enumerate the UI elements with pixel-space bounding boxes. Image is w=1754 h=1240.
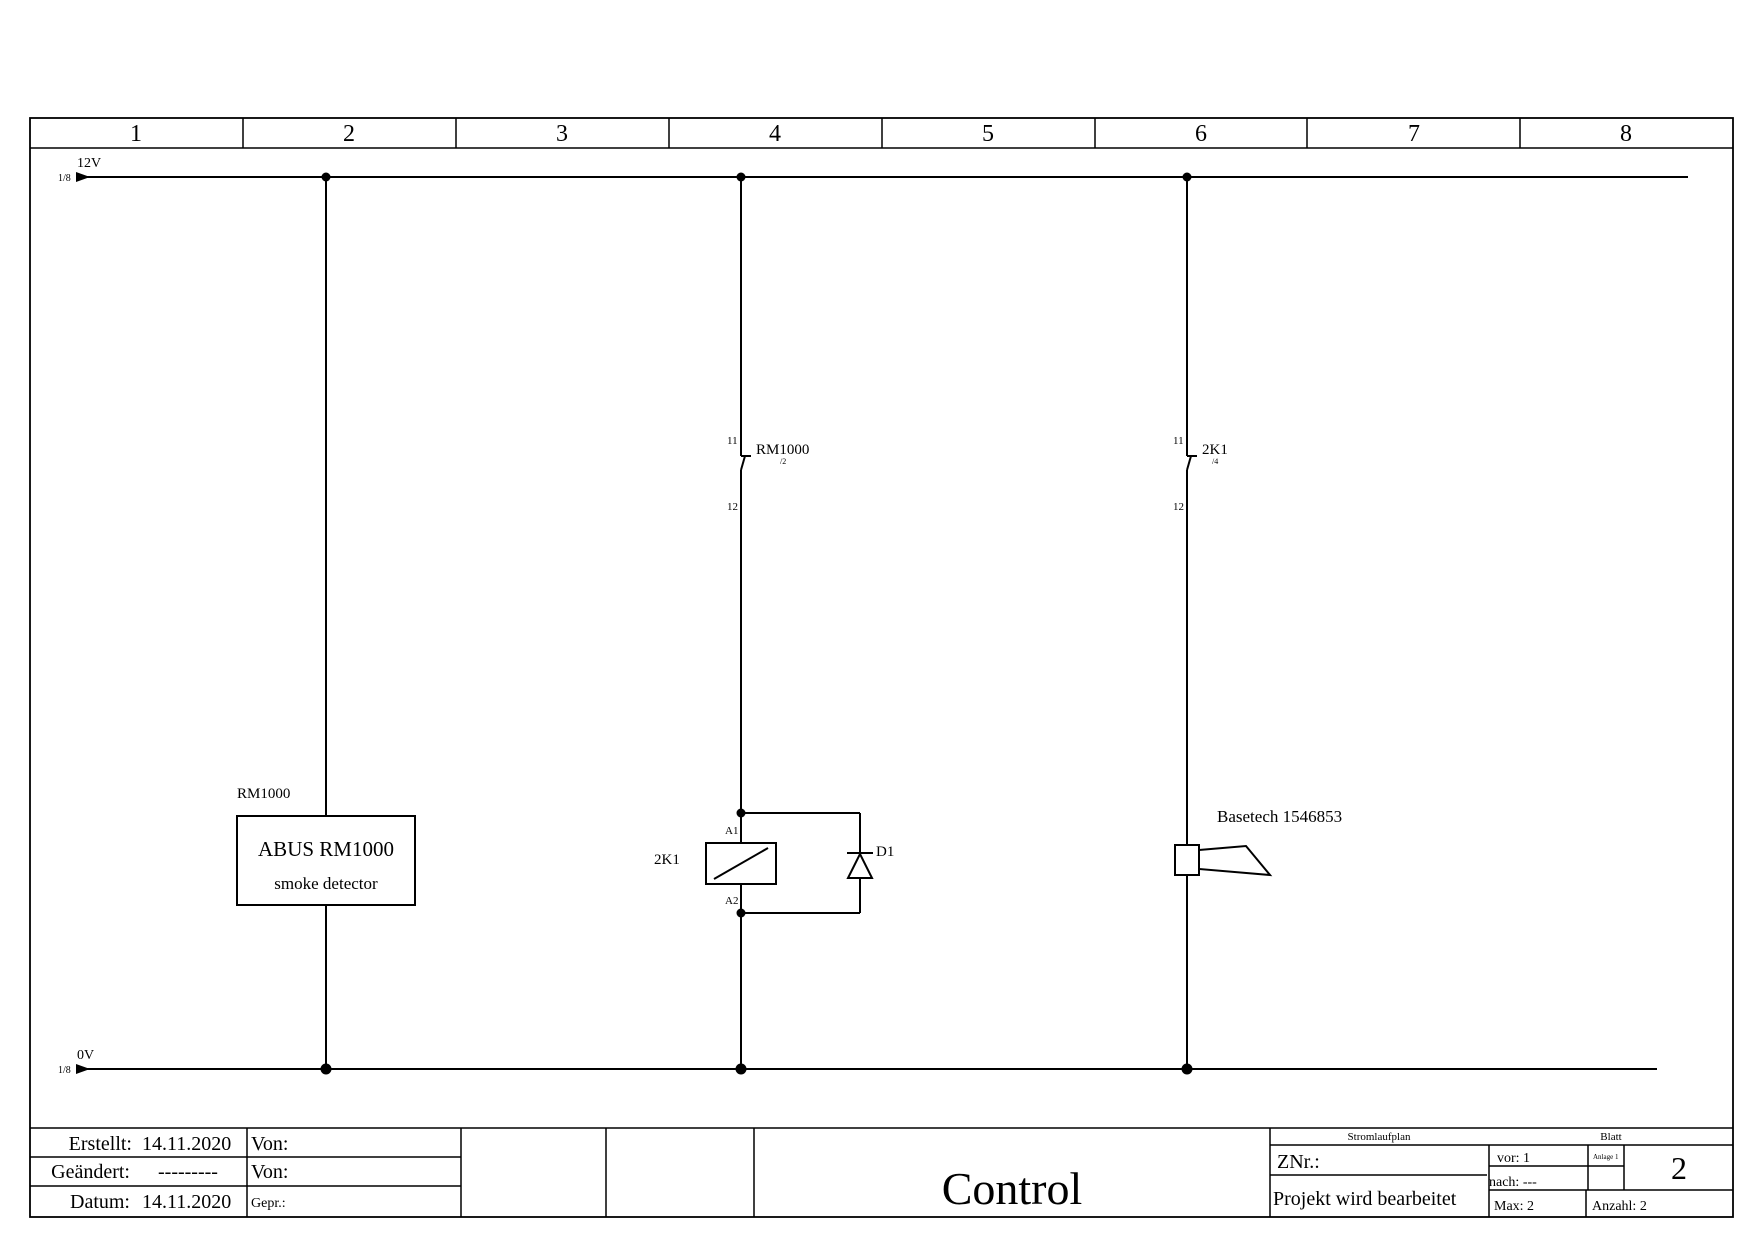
column-number: 1 — [130, 121, 142, 147]
vor-value: vor: 1 — [1497, 1151, 1530, 1166]
column-number: 6 — [1195, 121, 1207, 147]
column-number: 4 — [769, 121, 781, 147]
junction-dot — [736, 808, 746, 818]
drawing-title: Control — [942, 1163, 1083, 1214]
blatt-label: Blatt — [1600, 1131, 1621, 1143]
detector-tag: RM1000 — [237, 786, 290, 802]
rail-12v-ref: 1/8 — [58, 173, 71, 184]
relay-tag: 2K1 — [654, 852, 680, 868]
datum-date: 14.11.2020 — [142, 1191, 231, 1213]
horn-body — [1174, 844, 1200, 876]
junction-dot — [1182, 172, 1192, 182]
doc-type: Stromlaufplan — [1348, 1131, 1411, 1143]
rail-12v-label: 12V — [77, 156, 101, 171]
detector-line1: ABUS RM1000 — [258, 837, 394, 861]
branch-relay — [705, 177, 874, 1069]
drawing-frame — [29, 117, 1734, 1218]
smoke-detector-box — [236, 815, 416, 906]
junction-dot — [736, 172, 746, 182]
geaendert-value: --------- — [158, 1161, 218, 1183]
column-header — [30, 118, 1733, 149]
contact-tag: RM1000 — [756, 442, 809, 458]
detector-line2: smoke detector — [274, 874, 378, 893]
contact-ref: /2 — [780, 457, 786, 466]
znr-label: ZNr.: — [1277, 1151, 1320, 1173]
contact-tag: 2K1 — [1202, 442, 1228, 458]
junction-dot — [736, 908, 746, 918]
anlage-label: Anlage 1 — [1593, 1153, 1619, 1161]
datum-label: Datum: — [70, 1191, 130, 1213]
von-label: Von: — [251, 1133, 288, 1155]
column-number: 3 — [556, 121, 568, 147]
junction-dot — [1181, 1063, 1193, 1075]
contact-pin-top: 11 — [1173, 435, 1184, 447]
junction-dot — [735, 1063, 747, 1075]
anzahl-value: Anzahl: 2 — [1592, 1199, 1647, 1214]
rail-arrow-icon — [76, 1064, 90, 1074]
von-label: Von: — [251, 1161, 288, 1183]
column-number: 8 — [1620, 121, 1632, 147]
gepr-label: Gepr.: — [251, 1196, 286, 1211]
nach-value: nach: --- — [1489, 1175, 1537, 1190]
title-block — [30, 1127, 1733, 1217]
sheet-number: 2 — [1671, 1150, 1687, 1186]
horn-label: Basetech 1546853 — [1217, 807, 1342, 826]
erstellt-date: 14.11.2020 — [142, 1133, 231, 1155]
relay-pin-a1: A1 — [725, 825, 738, 837]
column-number: 5 — [982, 121, 994, 147]
column-number: 2 — [343, 121, 355, 147]
branch-detector — [236, 177, 416, 1069]
rail-12v: 12V 1/8 — [58, 156, 1688, 184]
diode-icon — [846, 851, 874, 879]
contact-pin-top: 11 — [727, 435, 738, 447]
status-text: Projekt wird bearbeitet — [1273, 1188, 1457, 1210]
junction-dot — [320, 1063, 332, 1075]
contact-pin-bottom: 12 — [727, 501, 738, 513]
column-number: 7 — [1408, 121, 1420, 147]
rail-0v-ref: 1/8 — [58, 1065, 71, 1076]
geaendert-label: Geändert: — [51, 1161, 130, 1183]
contact-ref: /4 — [1212, 457, 1218, 466]
rail-0v-label: 0V — [77, 1048, 94, 1063]
relay-pin-a2: A2 — [725, 895, 738, 907]
junction-dot — [321, 172, 331, 182]
branch-horn — [1174, 177, 1273, 1069]
diode-tag: D1 — [876, 844, 894, 860]
rail-arrow-icon — [76, 172, 90, 182]
max-value: Max: 2 — [1494, 1199, 1534, 1214]
horn-icon — [1198, 844, 1273, 877]
rail-0v: 0V 1/8 — [58, 1048, 1657, 1076]
contact-pin-bottom: 12 — [1173, 501, 1184, 513]
erstellt-label: Erstellt: — [69, 1133, 132, 1155]
